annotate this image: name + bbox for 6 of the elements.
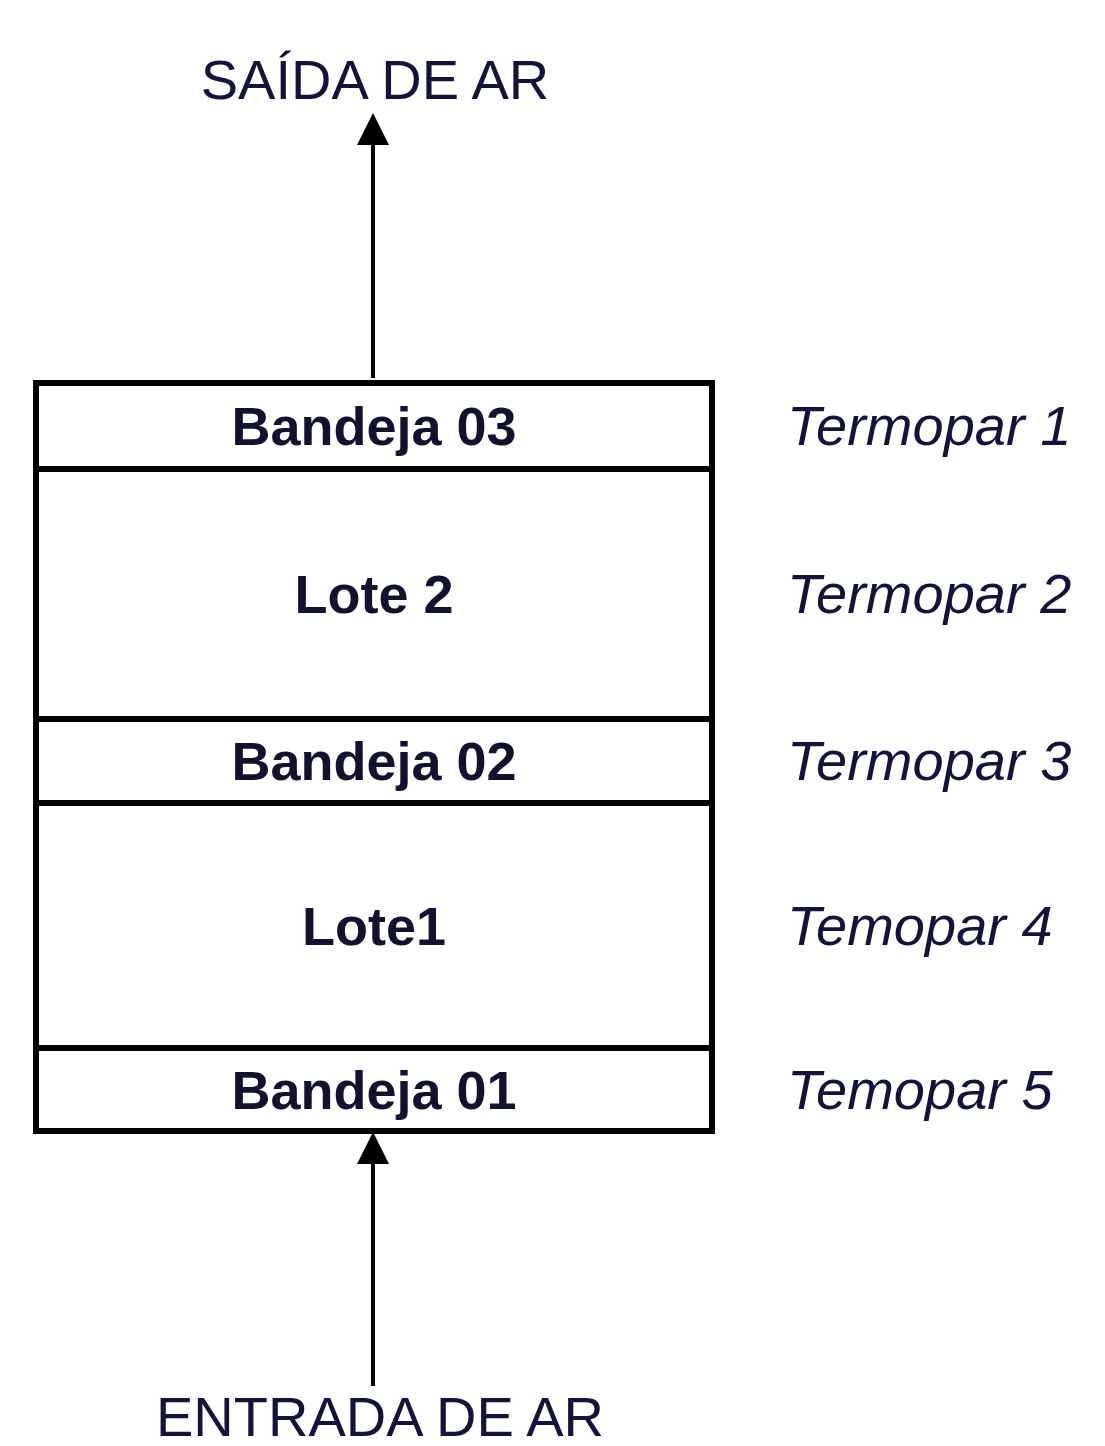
arrow [357, 1132, 389, 1386]
layer-label: Lote 2 [294, 567, 454, 621]
arrow [357, 113, 389, 378]
flow-label: ENTRADA DE AR [155, 1389, 605, 1445]
layer-label: Lote1 [302, 898, 446, 953]
flow-label: SAÍDA DE AR [200, 52, 550, 108]
